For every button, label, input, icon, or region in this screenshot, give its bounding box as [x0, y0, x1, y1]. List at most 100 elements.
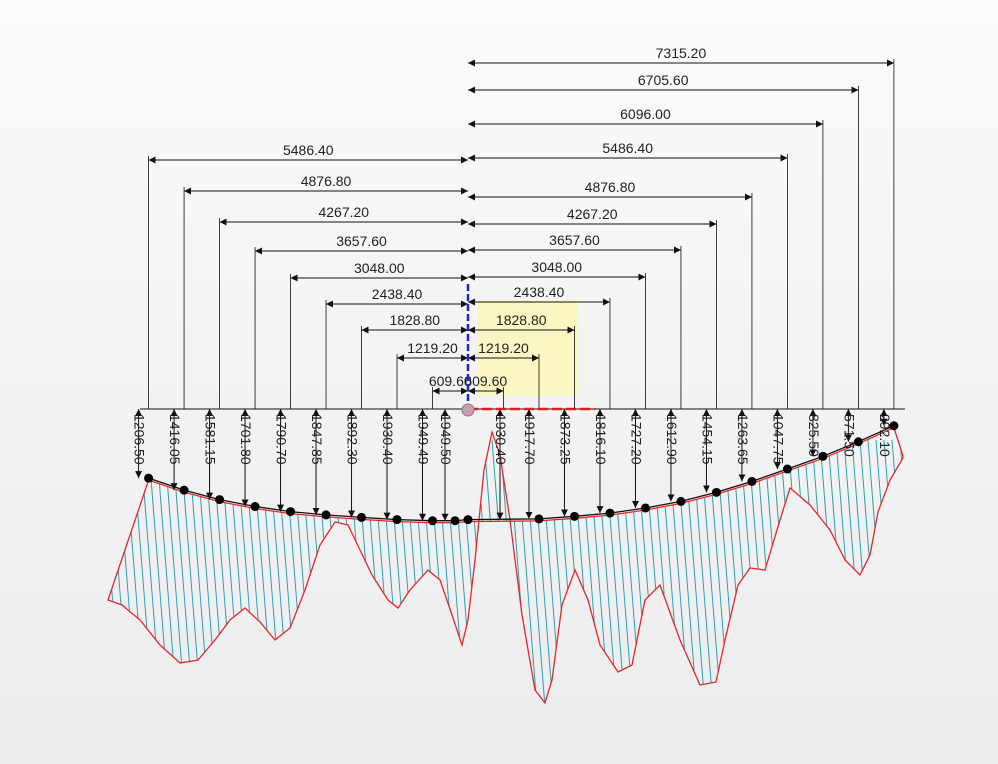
profile-point[interactable] [676, 496, 686, 506]
profile-point[interactable] [321, 510, 331, 520]
dimension-label: 4267.20 [567, 206, 618, 222]
dimension-label: 1206.50 [132, 414, 148, 465]
vertical-dimension-left-2: 1581.15 [203, 409, 219, 500]
horizontal-dimension-right-4: 4876.80 [468, 179, 753, 409]
profile-point[interactable] [392, 515, 402, 525]
dimension-label: 609.60 [429, 373, 472, 389]
horizontal-dimension-right-11: 609.60 [464, 373, 507, 409]
dimension-label: 1949.49 [416, 414, 432, 465]
profile-point[interactable] [179, 485, 189, 495]
vertical-dimension-left-3: 1701.80 [238, 409, 254, 507]
horizontal-dimension-right-9: 1828.80 [468, 312, 575, 409]
highlight-box [478, 300, 578, 396]
horizontal-dimension-right-0: 7315.20 [468, 45, 895, 409]
dimension-label: 5486.40 [602, 140, 653, 156]
vertical-dimension-right-4: 1612.90 [664, 409, 680, 502]
horizontal-dimension-left-7: 1219.20 [396, 340, 468, 409]
horizontal-dimension-right-8: 2438.40 [468, 284, 611, 409]
profile-point[interactable] [747, 476, 757, 486]
profile-point[interactable] [215, 495, 225, 505]
dimension-label: 292.10 [877, 414, 893, 457]
origin-marker[interactable] [461, 403, 475, 417]
profile-curve [144, 421, 899, 526]
dimension-label: 609.60 [464, 373, 507, 389]
dimension-label: 1416.05 [167, 414, 183, 465]
dimension-label: 1930.40 [380, 414, 396, 465]
horizontal-dimension-right-3: 5486.40 [468, 140, 788, 409]
dimension-label: 4876.80 [301, 173, 352, 189]
profile-point[interactable] [605, 508, 615, 518]
dimension-label: 4876.80 [585, 179, 636, 195]
dimension-label: 3048.00 [354, 260, 405, 276]
horizontal-dimension-left-6: 1828.80 [361, 312, 468, 409]
dimension-label: 1892.30 [345, 414, 361, 465]
horizontal-dimension-left-3: 3657.60 [254, 233, 468, 409]
coordinate-axes [461, 284, 595, 417]
vertical-dimension-left-0: 1206.50 [132, 409, 148, 479]
horizontal-dimension-left-1: 4876.80 [183, 173, 468, 409]
dimension-label: 1949.50 [438, 414, 454, 465]
dimension-label: 1047.75 [770, 414, 786, 465]
profile-point[interactable] [569, 511, 579, 521]
profile-point[interactable] [450, 516, 460, 526]
horizontal-dimension-left-4: 3048.00 [290, 260, 468, 409]
dimension-label: 1873.25 [557, 414, 573, 465]
dimension-label: 1612.90 [664, 414, 680, 465]
horizontal-dimensions: 5486.40 4876.80 4267.20 3657.60 3048.00 2438.… [148, 45, 895, 409]
vertical-dimension-left-6: 1892.30 [345, 409, 361, 518]
vertical-dimension-left-1: 1416.05 [167, 409, 183, 491]
dimension-label: 1847.85 [309, 414, 325, 465]
dimension-label: 1727.20 [628, 414, 644, 465]
dimension-label: 4267.20 [318, 204, 369, 220]
profile-polyline [148, 425, 895, 522]
profile-point[interactable] [144, 473, 154, 483]
vertical-dimensions: 1206.50 1416.05 1581.15 1701.80 1790.70 1847.… [132, 409, 893, 521]
horizontal-dimension-left-5: 2438.40 [325, 286, 468, 409]
profile-point[interactable] [853, 437, 863, 447]
profile-point[interactable] [286, 507, 296, 517]
terrain-outline [107, 426, 904, 705]
vertical-dimension-right-8: 825.50 [806, 409, 822, 457]
dimension-label: 1219.20 [407, 340, 458, 356]
vertical-dimension-right-2: 1816.10 [593, 409, 609, 514]
vertical-dimension-right-7: 1047.75 [770, 409, 786, 470]
profile-point[interactable] [428, 516, 438, 526]
vertical-dimension-left-9: 1949.50 [438, 409, 454, 521]
vertical-dimension-left-4: 1790.70 [274, 409, 290, 512]
profile-point[interactable] [818, 451, 828, 461]
dimension-label: 6096.00 [620, 106, 671, 122]
vertical-dimension-right-0: 1917.70 [522, 409, 538, 519]
dimension-label: 2438.40 [372, 286, 423, 302]
dimension-label: 5486.40 [283, 142, 334, 158]
dimension-label: 3048.00 [531, 259, 582, 275]
dimension-label: 1454.15 [699, 414, 715, 465]
profile-point[interactable] [357, 512, 367, 522]
dimension-label: 1790.70 [274, 414, 290, 465]
horizontal-dimension-right-1: 6705.60 [468, 72, 859, 409]
vertical-dimension-right-3: 1727.20 [628, 409, 644, 508]
profile-point[interactable] [889, 421, 899, 431]
profile-point[interactable] [250, 502, 260, 512]
dimension-label: 1581.15 [203, 414, 219, 465]
dimension-label: 7315.20 [656, 45, 707, 61]
profile-point[interactable] [534, 514, 544, 524]
dimension-label: 1930.40 [493, 414, 509, 465]
dimension-label: 6705.60 [638, 72, 689, 88]
vertical-dimension-left-5: 1847.85 [309, 409, 325, 515]
profile-point[interactable] [640, 503, 650, 513]
vertical-dimension-right-9: 571.50 [841, 409, 857, 457]
profile-point[interactable] [711, 487, 721, 497]
dimension-label: 3657.60 [549, 232, 600, 248]
vertical-dimension-left-7: 1930.40 [380, 409, 396, 520]
profile-point[interactable] [463, 515, 473, 525]
vertical-dimension-right-10: 292.10 [877, 409, 893, 457]
horizontal-dimension-left-0: 5486.40 [148, 142, 468, 409]
vertical-dimension-right-1: 1873.25 [557, 409, 573, 517]
profile-point[interactable] [782, 464, 792, 474]
dimension-label: 3657.60 [336, 233, 387, 249]
horizontal-dimension-right-6: 3657.60 [468, 232, 682, 409]
horizontal-dimension-left-2: 4267.20 [219, 204, 468, 409]
vertical-dimension-right-5: 1454.15 [699, 409, 715, 493]
dimension-label: 825.50 [806, 414, 822, 457]
